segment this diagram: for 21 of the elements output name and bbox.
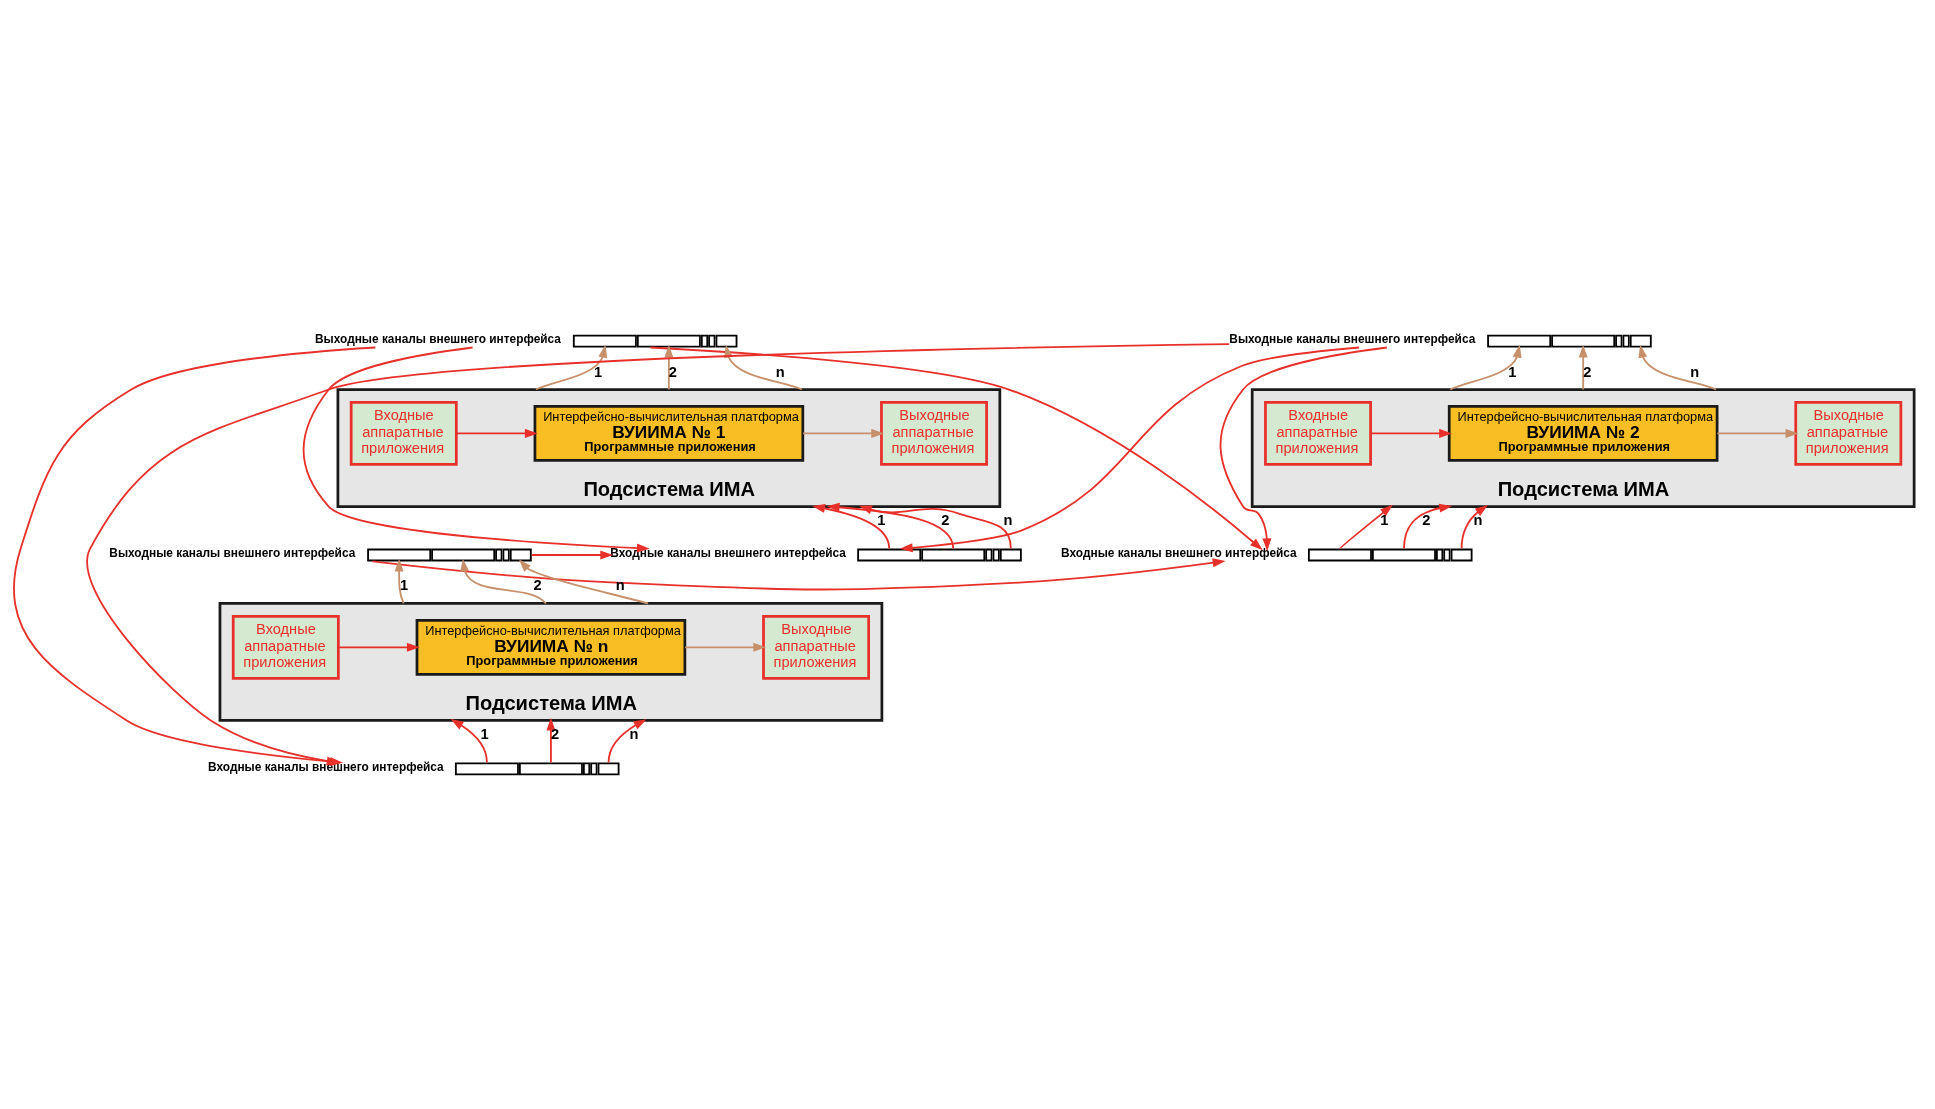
edge-label: 1 [877,511,886,528]
edge-label: 1 [593,363,603,380]
edge-label: n [629,725,639,742]
edge-label: 2 [941,511,950,528]
node-label: Выходные каналы внешнего интерфейса [1229,331,1476,346]
edge-label: n [1473,511,1483,528]
node-label: Выходные каналы внешнего интерфейса [109,545,356,560]
edge-label: 2 [1422,511,1431,528]
node-label: Входные каналы внешнего интерфейса [610,545,846,560]
edge-label: n [775,363,785,380]
edge-label: 2 [668,363,678,380]
node-label: Входные каналы внешнего интерфейса [1061,545,1297,560]
edge-label: 2 [533,576,542,593]
edge-label: n [1003,511,1013,528]
node-label: Входные каналы внешнего интерфейса [208,759,444,774]
edge-label: 1 [1380,511,1389,528]
edge-label: 1 [480,725,489,742]
edge-label: 1 [400,576,409,593]
node-label: Выходные каналы внешнего интерфейса [315,331,561,346]
edge-label: n [1690,363,1700,380]
edge-label: 1 [1508,363,1517,380]
